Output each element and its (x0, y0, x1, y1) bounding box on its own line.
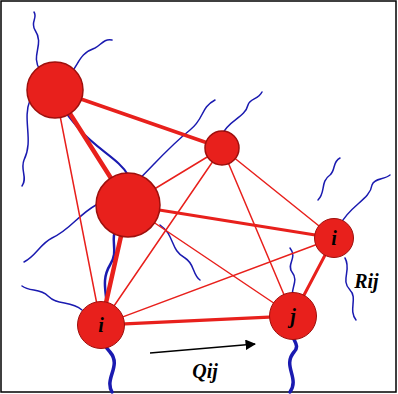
flow-arrow (150, 344, 255, 353)
site-node: j (269, 292, 317, 340)
edge-label: Rij (352, 271, 380, 291)
link-connector (125, 317, 269, 324)
river-lines (22, 12, 390, 392)
site-node: i (314, 218, 354, 258)
node-label: i (98, 315, 104, 335)
node-label: i (331, 228, 337, 248)
link-lines (55, 90, 334, 325)
node-label: j (290, 306, 296, 326)
site-circles (27, 62, 239, 237)
edge-label: Qij (190, 361, 220, 381)
link-connector (304, 256, 325, 295)
site-node: i (77, 301, 125, 349)
